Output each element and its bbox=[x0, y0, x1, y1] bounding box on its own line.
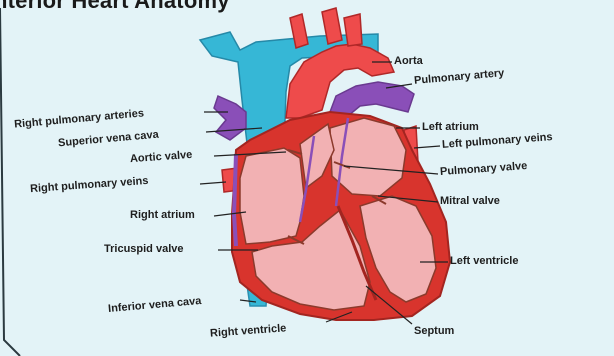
label-left-ventricle: Left ventricle bbox=[450, 256, 518, 267]
leader-right-pulmonary-veins bbox=[200, 182, 226, 184]
right-atrium-chamber bbox=[240, 148, 304, 244]
label-tricuspid-valve: Tricuspid valve bbox=[104, 244, 183, 255]
label-mitral-valve: Mitral valve bbox=[440, 196, 500, 207]
aortic-branch-3 bbox=[344, 14, 362, 46]
right-pulmonary-arteries-vessel bbox=[214, 96, 246, 140]
label-right-atrium: Right atrium bbox=[130, 210, 195, 221]
label-aorta: Aorta bbox=[394, 56, 423, 67]
label-left-atrium: Left atrium bbox=[422, 122, 479, 133]
pulmonary-artery-vessel bbox=[330, 82, 414, 116]
label-septum: Septum bbox=[414, 326, 454, 337]
heart-outline-accent bbox=[234, 154, 236, 246]
